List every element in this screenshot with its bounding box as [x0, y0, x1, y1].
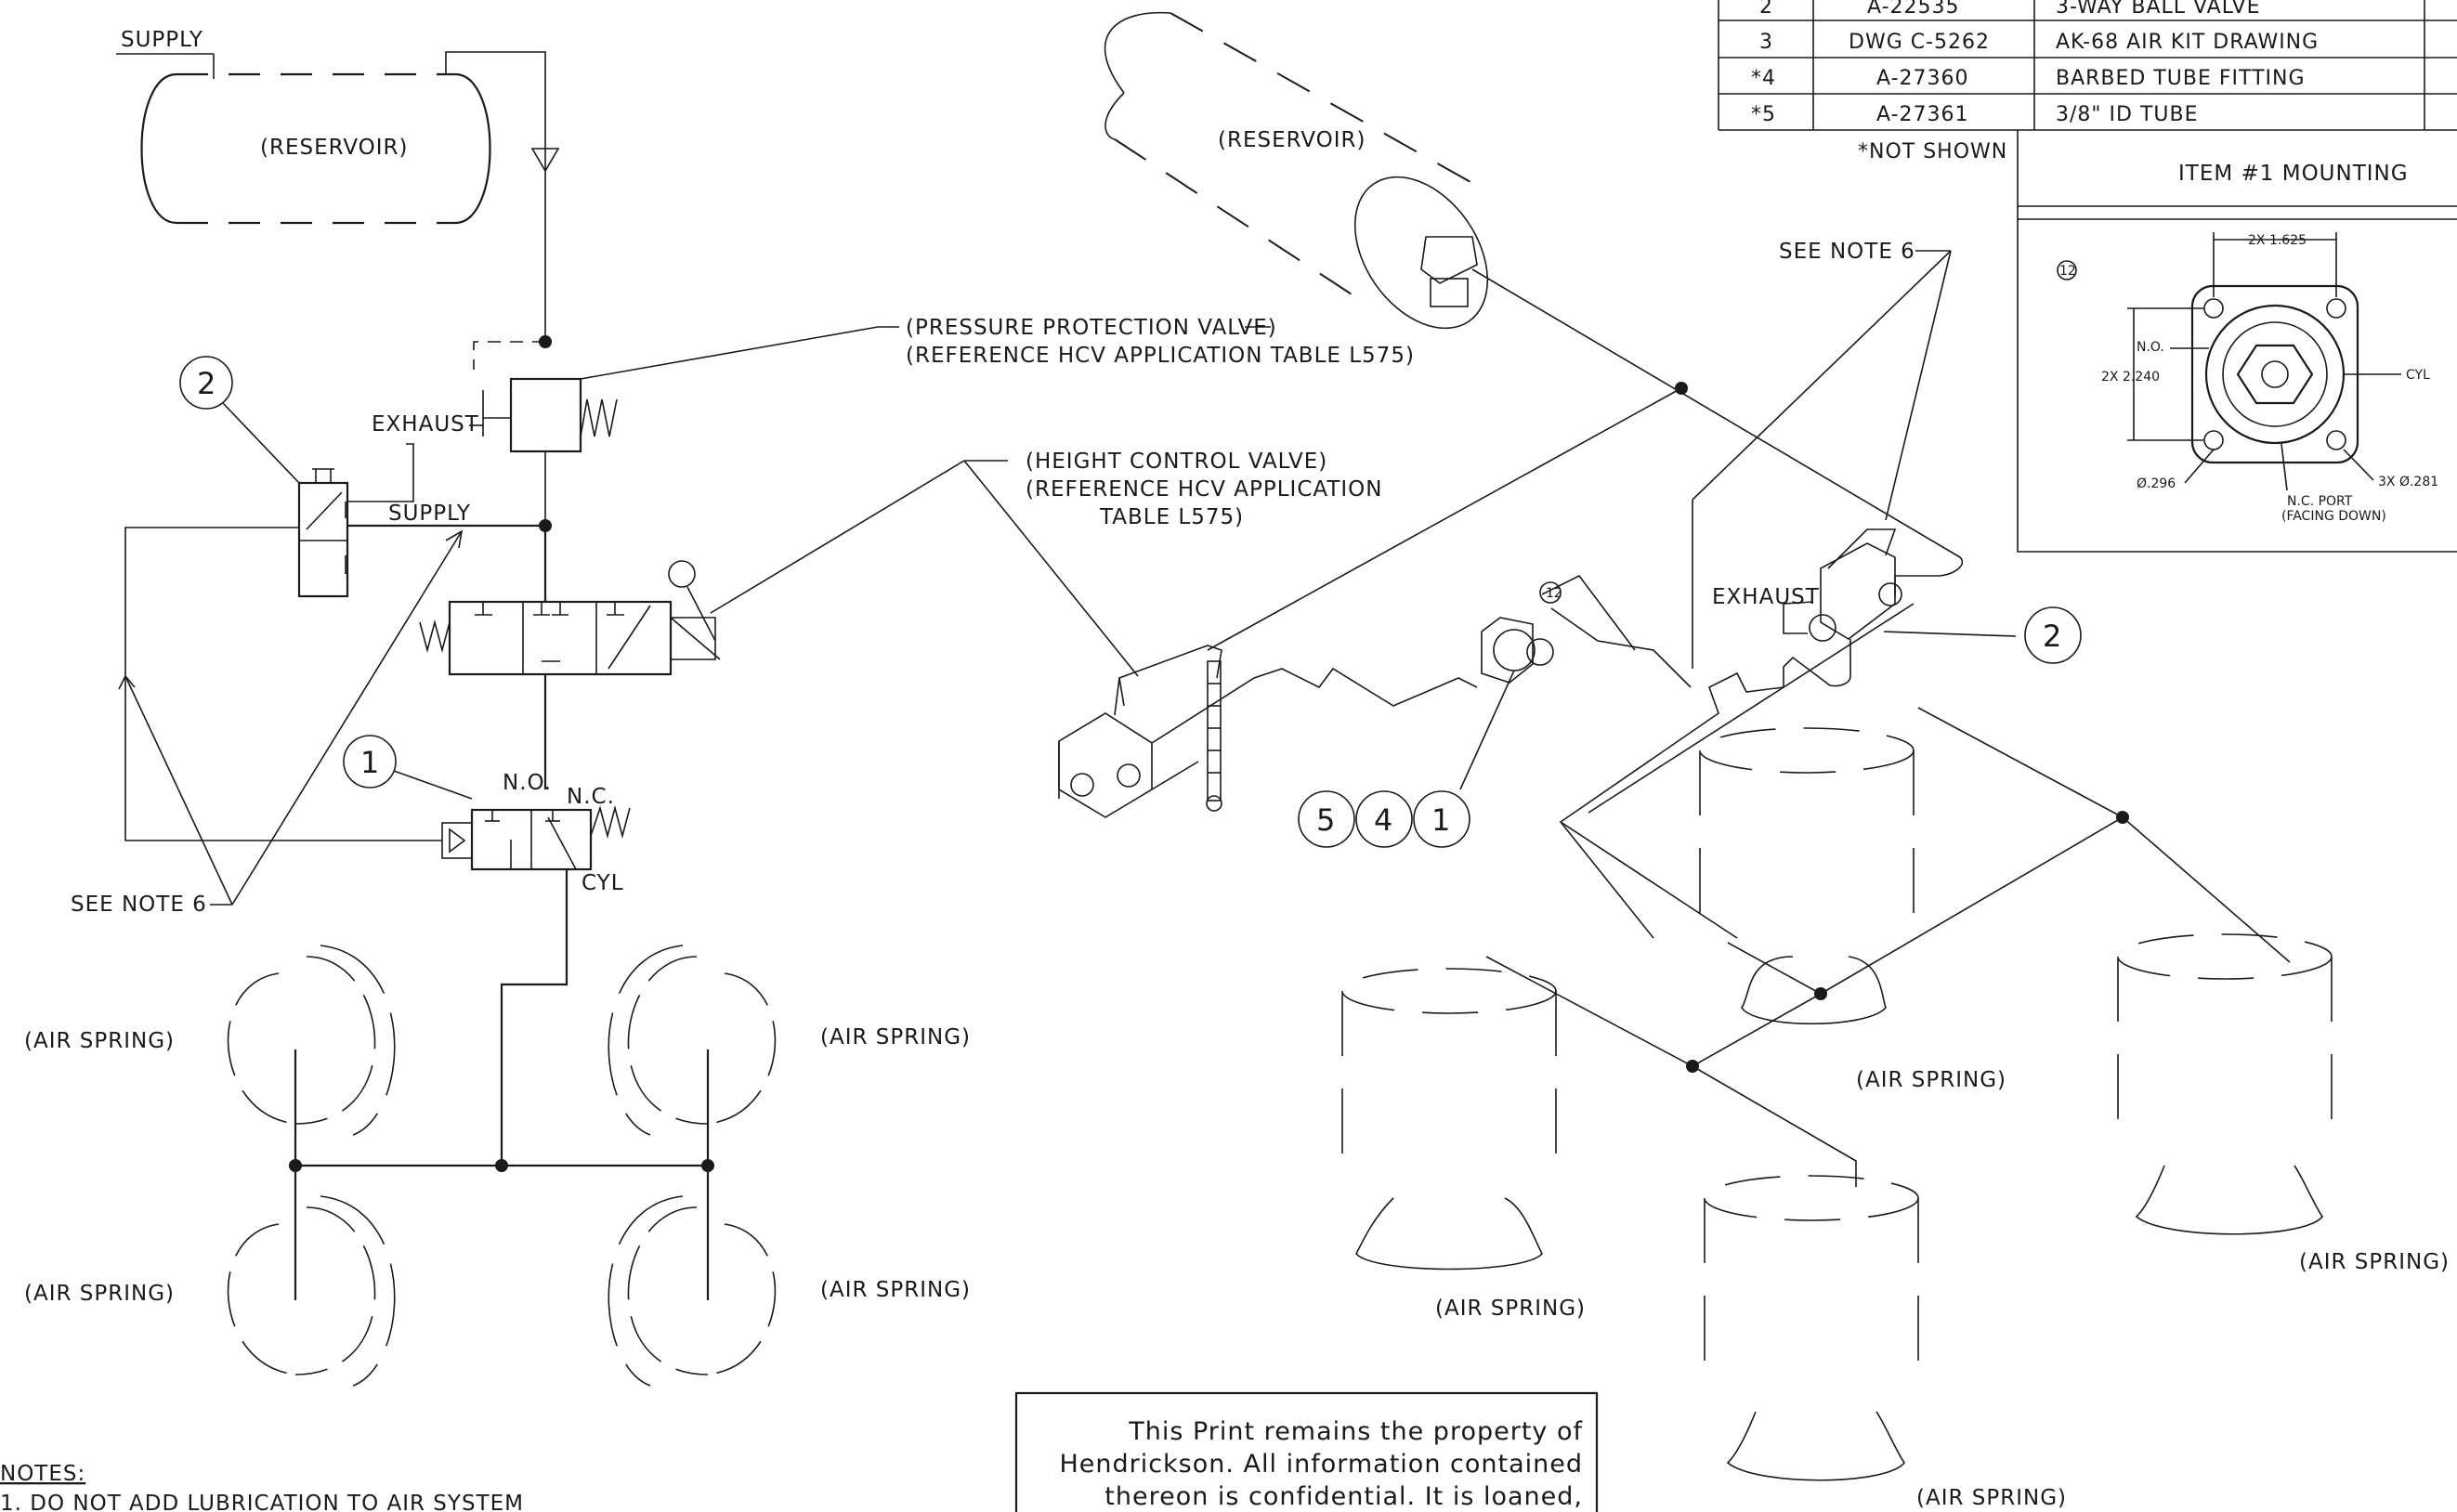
- ppv-label-line2: (REFERENCE HCV APPLICATION TABLE L575): [906, 344, 1415, 368]
- row-item: 2: [1759, 0, 1773, 19]
- ref-twelve-detail: 12: [2059, 264, 2076, 279]
- hole-dia-label: Ø.296: [2137, 476, 2176, 491]
- confidential-notice: This Print remains the property of Hendr…: [1014, 1391, 1599, 1512]
- pictorial-height-control-valve: [1058, 645, 1478, 818]
- ball-valve-symbol: 2: [179, 356, 545, 598]
- pictorial-reservoir-label: (RESERVOIR): [1218, 128, 1366, 152]
- row-part: A-27361: [1876, 103, 1969, 126]
- row-item: *4: [1751, 67, 1776, 90]
- mounting-detail: ITEM #1 MOUNTING 12 2X 1.625 2X 2.240 N.…: [2017, 130, 2457, 553]
- supply-label-mid: SUPPLY: [388, 502, 471, 526]
- air-spring-label-ll: (AIR SPRING): [24, 1282, 175, 1306]
- hole-3x-label: 3X Ø.281: [2378, 475, 2438, 489]
- pictorial-air-spring-label-3: (AIR SPRING): [2299, 1250, 2450, 1274]
- pressure-protection-valve-symbol: [473, 341, 618, 532]
- air-spring-symbol-ul: [227, 945, 396, 1136]
- air-spring-label-ur: (AIR SPRING): [820, 1025, 971, 1049]
- parts-table: 2 A-22535 3-WAY BALL VALVE 3 DWG C-5262 …: [1718, 0, 2457, 163]
- solenoid-valve-symbol: 1: [124, 527, 631, 871]
- height-control-valve-symbol: [419, 560, 721, 676]
- ref-twelve-pictorial: 12: [1546, 586, 1562, 601]
- row-item: 3: [1759, 31, 1773, 54]
- no-label-detail: N.O.: [2137, 340, 2164, 355]
- notes: NOTES: 1. DO NOT ADD LUBRICATION TO AIR …: [0, 1462, 524, 1512]
- pictorial: (RESERVOIR) SEE NOTE 6 EXHAUST 2: [1058, 11, 2450, 1510]
- balloon-four: 4: [1374, 802, 1392, 838]
- air-spring-label-ul: (AIR SPRING): [24, 1029, 175, 1053]
- row-part: DWG C-5262: [1849, 31, 1990, 54]
- nc-port-label-detail: N.C. PORT: [2287, 494, 2353, 509]
- pictorial-air-spring-2: [1341, 968, 1557, 1271]
- air-spring-symbol-ur: [608, 945, 777, 1136]
- dim-width: 2X 1.625: [2248, 233, 2307, 248]
- parts-row: *4 A-27360 BARBED TUBE FITTING: [1751, 67, 2306, 90]
- no-port-label: N.O.: [503, 771, 552, 795]
- schematic-reservoir: (RESERVOIR): [140, 72, 491, 225]
- pictorial-solenoid: 12: [1481, 581, 1562, 684]
- mounting-title: ITEM #1 MOUNTING: [2178, 162, 2409, 186]
- parts-row: 3 DWG C-5262 AK-68 AIR KIT DRAWING: [1759, 31, 2319, 54]
- notes-heading: NOTES:: [0, 1462, 85, 1486]
- see-note-label-right: SEE NOTE 6: [1779, 240, 1915, 264]
- row-desc: 3/8" ID TUBE: [2056, 103, 2198, 126]
- cyl-label-detail: CYL: [2406, 368, 2430, 383]
- balloon-one-schematic: 1: [360, 745, 379, 780]
- parts-row: *5 A-27361 3/8" ID TUBE: [1751, 103, 2198, 126]
- ppv-label-line1: (PRESSURE PROTECTION VALVE): [906, 316, 1277, 340]
- pictorial-ball-valve: [1809, 528, 1902, 642]
- supply-label-top: SUPPLY: [121, 28, 203, 52]
- air-spring-label-lr: (AIR SPRING): [820, 1278, 971, 1302]
- balloon-two-schematic: 2: [197, 366, 216, 401]
- row-part: A-27360: [1876, 67, 1969, 90]
- pictorial-air-spring-1: [1699, 727, 1915, 1025]
- pictorial-air-spring-4: [1704, 1175, 1919, 1481]
- balloon-two-pictorial: 2: [2043, 619, 2061, 654]
- exhaust-label: EXHAUST: [372, 412, 479, 437]
- pictorial-air-spring-3: [2117, 933, 2333, 1235]
- nc-port-facing: (FACING DOWN): [2281, 509, 2386, 524]
- pictorial-air-spring-label-4: (AIR SPRING): [1916, 1486, 2067, 1510]
- air-spring-symbol-lr: [608, 1195, 777, 1387]
- item-balloons-541: 5 4 1: [1298, 790, 1470, 848]
- parts-footnote: *NOT SHOWN: [1858, 140, 2007, 163]
- hcv-label-line2: (REFERENCE HCV APPLICATION: [1026, 477, 1383, 502]
- air-spring-symbol-ll: [227, 1195, 396, 1387]
- row-desc: 3-WAY BALL VALVE: [2056, 0, 2261, 19]
- dim-height: 2X 2.240: [2101, 370, 2160, 385]
- hcv-label-line1: (HEIGHT CONTROL VALVE): [1026, 450, 1327, 474]
- see-note-label-left: SEE NOTE 6: [71, 893, 207, 917]
- notice-line-3: thereon is confidential. It is loaned,: [1104, 1482, 1583, 1511]
- balloon-one-pictorial: 1: [1431, 802, 1450, 838]
- parts-row: 2 A-22535 3-WAY BALL VALVE: [1759, 0, 2261, 19]
- reservoir-label: (RESERVOIR): [260, 136, 409, 160]
- balloon-five: 5: [1316, 802, 1335, 838]
- pictorial-reservoir: (RESERVOIR): [1104, 11, 1489, 330]
- row-desc: AK-68 AIR KIT DRAWING: [2056, 31, 2319, 54]
- row-desc: BARBED TUBE FITTING: [2056, 67, 2306, 90]
- nc-port-label: N.C.: [567, 785, 615, 809]
- row-item: *5: [1751, 103, 1776, 126]
- pictorial-air-spring-label-1: (AIR SPRING): [1856, 1068, 2006, 1092]
- note-one: 1. DO NOT ADD LUBRICATION TO AIR SYSTEM: [0, 1492, 524, 1512]
- pictorial-exhaust-label: EXHAUST: [1712, 585, 1820, 609]
- row-part: A-22535: [1867, 0, 1960, 19]
- notice-line-2: Hendrickson. All information contained: [1059, 1450, 1583, 1479]
- schematic: SUPPLY (RESERVOIR) EXHAUST 2: [24, 28, 1415, 1387]
- pictorial-air-spring-label-2: (AIR SPRING): [1435, 1297, 1586, 1321]
- hcv-label-line3: TABLE L575): [1099, 505, 1244, 529]
- cyl-port-label: CYL: [582, 871, 624, 895]
- notice-line-1: This Print remains the property of: [1128, 1417, 1583, 1446]
